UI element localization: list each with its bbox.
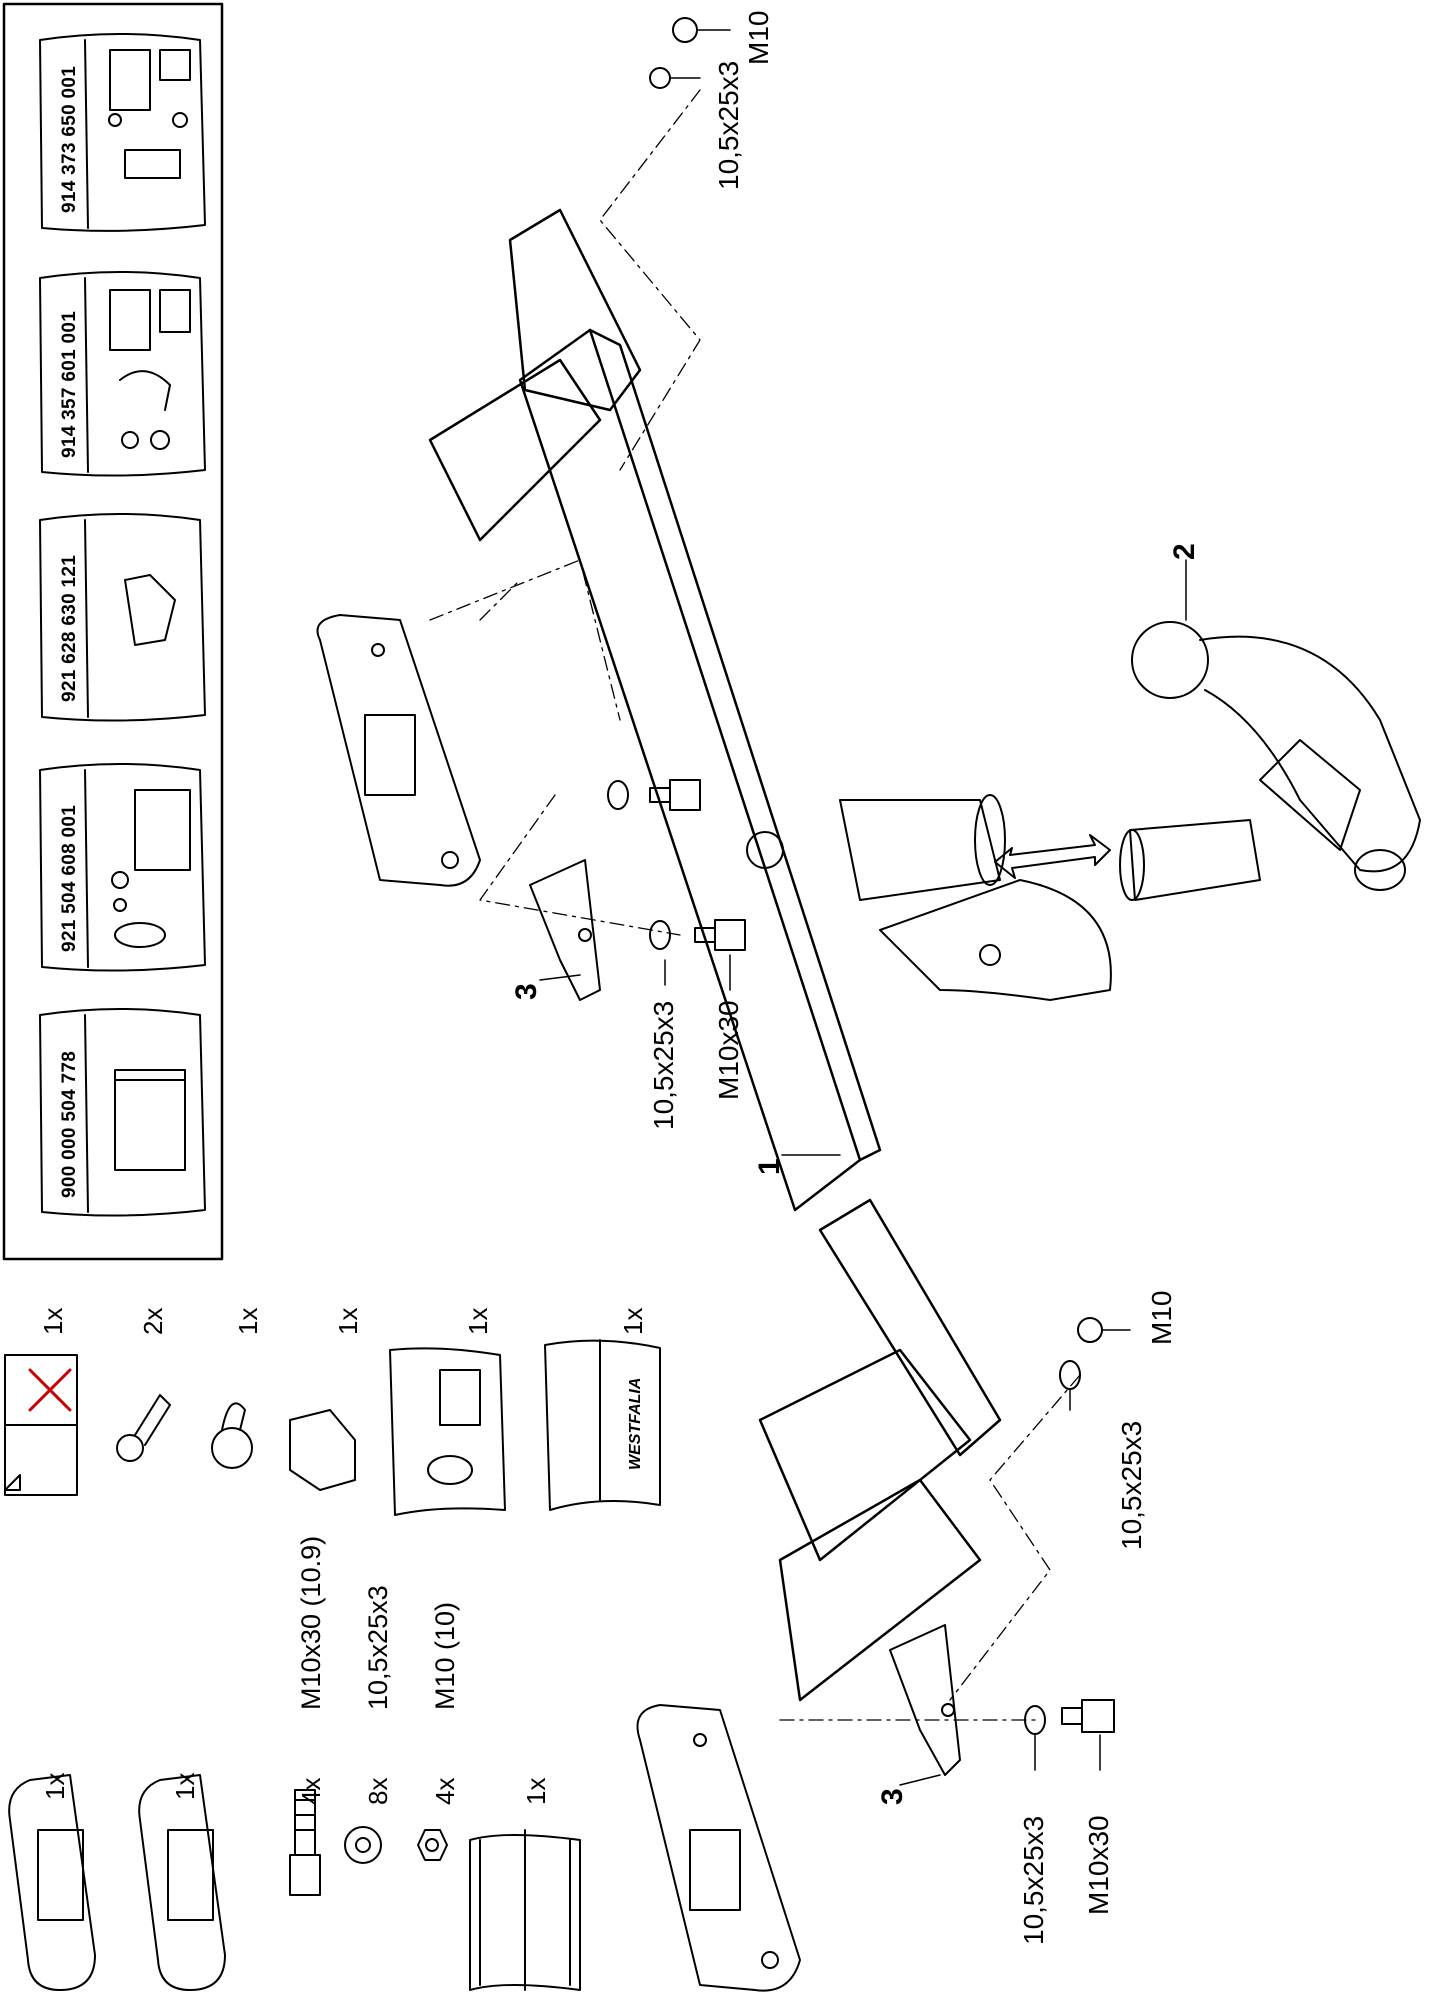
kit-bag-4: [39, 763, 206, 972]
fastener-right-nut: [649, 17, 1103, 1343]
contents-warning-label: [4, 1354, 78, 1496]
qty-bolts: 4x: [296, 1777, 326, 1805]
contents-bag: [544, 1339, 661, 1511]
label-washer-top: 10,5x25x3: [713, 60, 744, 190]
bracket-left: [529, 859, 601, 1001]
contents-electrical-kit: [389, 1347, 506, 1516]
qty-warning-label: 1x: [38, 1307, 68, 1335]
kit-part-number-1: 914 373 650 001: [59, 65, 80, 213]
receiver-assembly: [746, 794, 1112, 1001]
label-nut-right: M10: [1146, 1290, 1177, 1345]
spec-bolt: M10x30 (10.9): [296, 1535, 326, 1710]
contents-manual: [469, 1829, 581, 1991]
callout-part-3-left: 3: [510, 983, 543, 1000]
kit-bag-5: [39, 1008, 206, 1217]
contents-plate-2: [138, 1774, 226, 1991]
side-plate-right: [636, 1704, 801, 1992]
kit-bag-1: [39, 33, 206, 232]
kit-part-number-4: 921 504 608 001: [59, 804, 80, 952]
double-arrow: [994, 834, 1111, 879]
qty-plate-2: 1x: [170, 1772, 200, 1800]
kit-part-number-2: 914 357 601 001: [59, 310, 80, 458]
fastener-right-washer: [1024, 1360, 1081, 1735]
label-washer-right-bottom: 10,5x25x3: [1018, 1815, 1049, 1945]
label-washer-left: 10,5x25x3: [648, 1000, 679, 1130]
qty-electrical-kit: 1x: [463, 1307, 493, 1335]
contents-nut: [417, 1829, 448, 1861]
callout-part-3-right: 3: [876, 1788, 909, 1805]
contents-keys: [116, 1394, 171, 1462]
label-washer-right-top: 10,5x25x3: [1116, 1420, 1147, 1550]
kit-bag-2: [39, 271, 206, 477]
kit-part-number-5: 900 000 504 778: [59, 1050, 80, 1198]
fastener-left-bolt: [649, 779, 746, 951]
spec-nut: M10 (10): [430, 1601, 460, 1710]
label-bolt-right-bottom: M10x30: [1083, 1815, 1114, 1915]
assembly-lines: [429, 89, 1081, 1721]
label-nut-top: M10: [743, 10, 774, 65]
ball-neck: [1119, 621, 1421, 901]
qty-plate-1: 1x: [40, 1772, 70, 1800]
fastener-left-washer: [607, 780, 671, 950]
crossbeam: [428, 208, 1002, 1702]
qty-nuts: 4x: [430, 1777, 460, 1805]
bag-brand: WESTFALIA: [627, 1377, 644, 1470]
qty-bag: 1x: [618, 1307, 648, 1335]
side-plate-left: [316, 614, 481, 887]
contents-washer: [344, 1826, 382, 1864]
kit-bag-3: [39, 513, 206, 722]
leader-lines: [539, 29, 1187, 1786]
label-bolt-left: M10x30: [713, 1000, 744, 1100]
callout-part-2: 2: [1168, 543, 1201, 560]
contents-socket-cover: [289, 1409, 356, 1491]
kit-part-number-3: 921 628 630 121: [59, 554, 80, 702]
kit-panel-frame: [2, 2, 224, 1261]
qty-washers: 8x: [363, 1777, 393, 1805]
contents-plate-1: [8, 1774, 96, 1991]
qty-socket-cover: 1x: [333, 1307, 363, 1335]
callout-part-1: 1: [753, 1158, 786, 1175]
bracket-right: [889, 1624, 961, 1776]
contents-bolt: [289, 1789, 321, 1896]
qty-manual: 1x: [521, 1777, 551, 1805]
qty-cap: 1x: [233, 1307, 263, 1335]
fastener-right-bolt: [1061, 1699, 1115, 1733]
spec-washer: 10,5x25x3: [363, 1585, 393, 1710]
contents-cap: [211, 1402, 253, 1469]
qty-keys: 2x: [138, 1307, 168, 1335]
